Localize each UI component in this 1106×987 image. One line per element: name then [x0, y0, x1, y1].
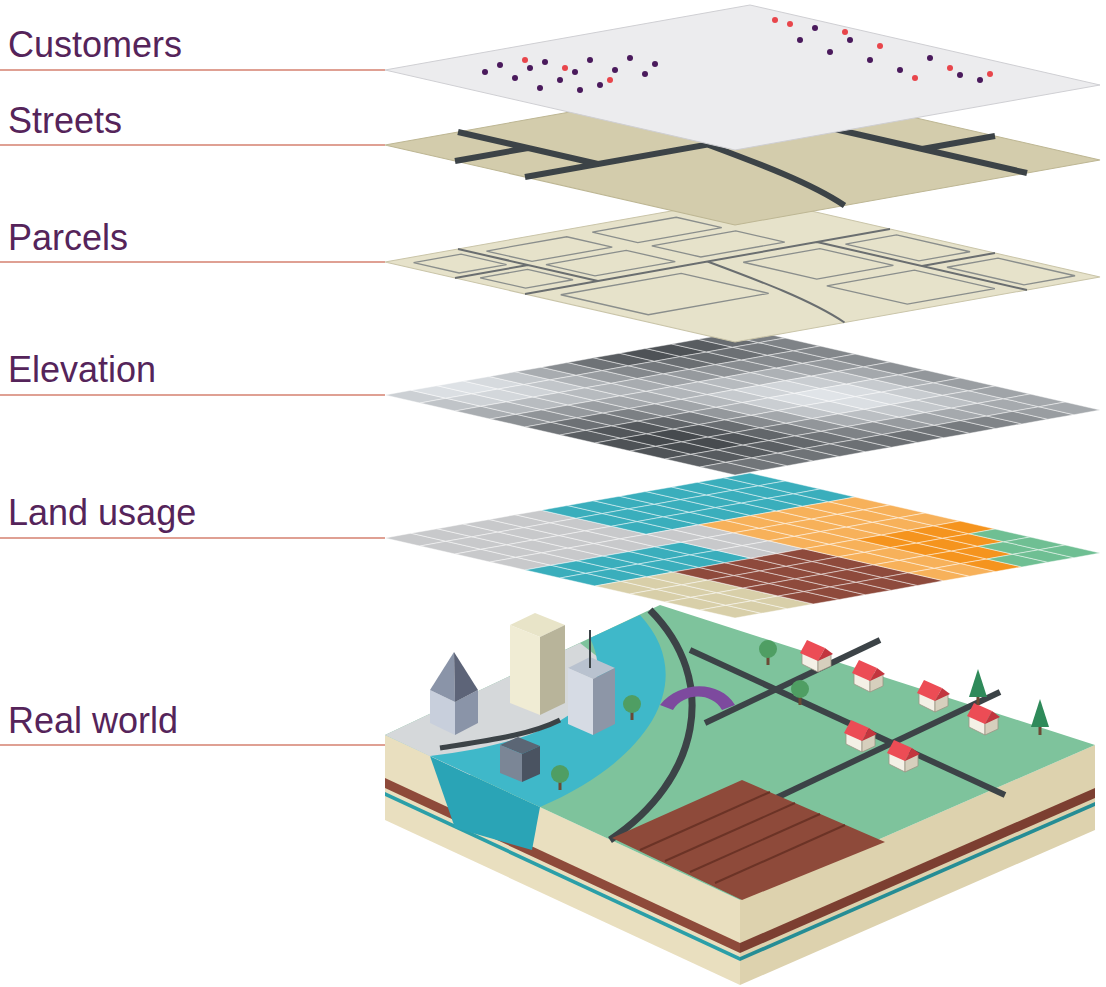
- grid-cell: [1039, 545, 1100, 558]
- land-usage-layer: [385, 473, 1100, 618]
- leader-lines: [0, 70, 385, 745]
- trees: [551, 640, 1049, 790]
- grid-cell: [1039, 402, 1100, 415]
- leader-line: [0, 394, 385, 396]
- layer-label: Customers: [8, 24, 182, 65]
- farmland: [612, 780, 885, 900]
- layer-label: Parcels: [8, 217, 128, 258]
- buildings: [430, 613, 615, 782]
- elevation-layer: [385, 330, 1100, 475]
- leader-line: [0, 69, 385, 71]
- layer-label: Elevation: [8, 349, 156, 390]
- leader-line: [0, 537, 385, 539]
- houses: [800, 640, 1000, 772]
- river: [430, 615, 666, 807]
- leader-line: [0, 261, 385, 263]
- layer-label: Streets: [8, 100, 122, 141]
- bridge: [660, 686, 735, 710]
- road: [690, 650, 1005, 795]
- layer-label: Land usage: [8, 492, 196, 533]
- leader-line: [0, 744, 385, 746]
- layer-plane: [385, 5, 1100, 150]
- customer-dots: [482, 25, 983, 93]
- customers-layer: [385, 5, 1100, 150]
- road: [610, 610, 692, 840]
- furrows: [640, 792, 845, 883]
- real-world-block: [385, 605, 1095, 985]
- leader-line: [0, 144, 385, 146]
- land-surface: [385, 605, 1095, 900]
- customer-dots: [522, 17, 993, 83]
- layer-label: Real world: [8, 700, 178, 741]
